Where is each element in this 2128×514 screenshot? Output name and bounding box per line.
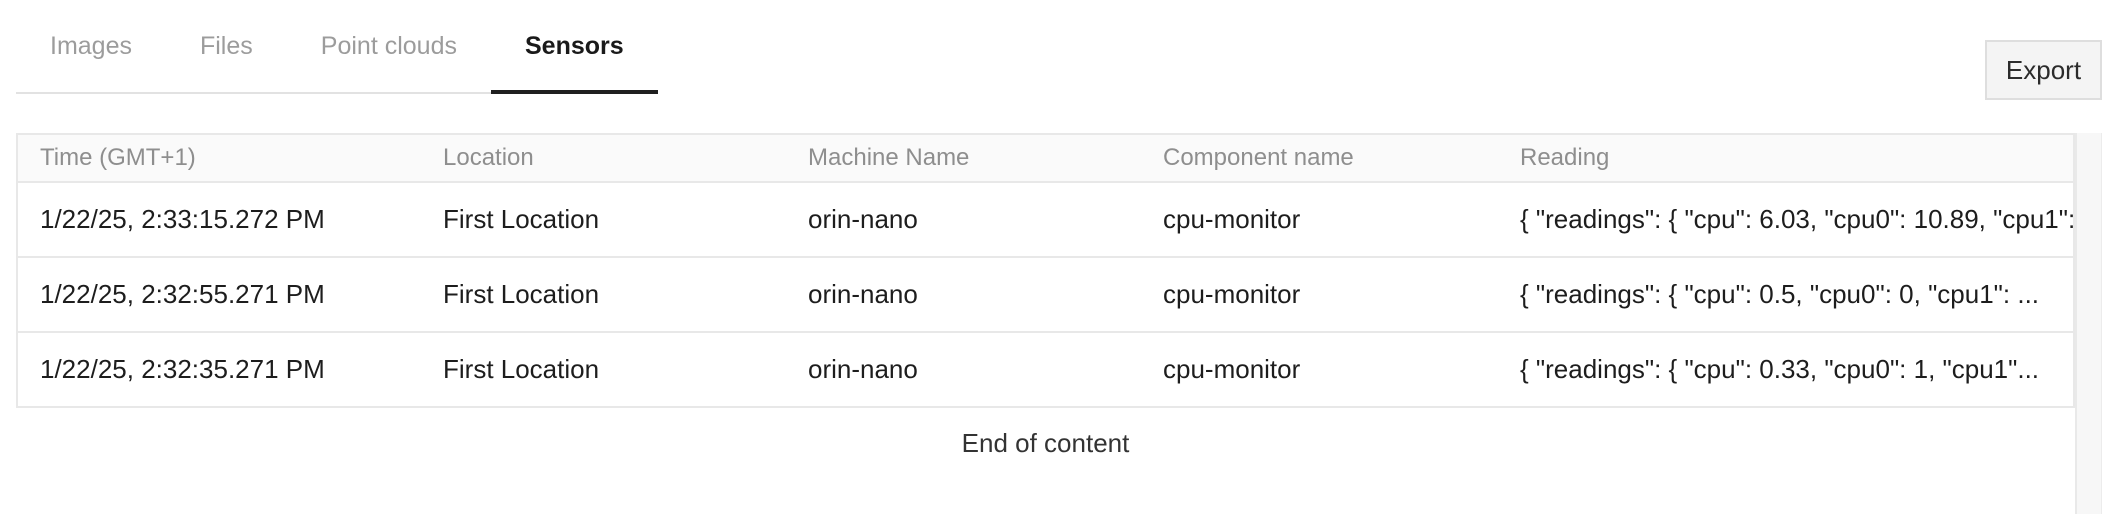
tab-strip: Images Files Point clouds Sensors	[16, 8, 658, 94]
data-panel: Time (GMT+1) Location Machine Name Compo…	[16, 133, 2102, 514]
column-header-location: Location	[421, 133, 786, 183]
table-row: 1/22/25, 2:33:15.272 PM First Location o…	[16, 183, 2075, 258]
cell-time: 1/22/25, 2:32:55.271 PM	[16, 258, 421, 333]
table-header-row: Time (GMT+1) Location Machine Name Compo…	[16, 133, 2075, 183]
cell-component-name: cpu-monitor	[1141, 183, 1498, 258]
export-button[interactable]: Export	[1985, 40, 2102, 100]
cell-time: 1/22/25, 2:33:15.272 PM	[16, 183, 421, 258]
cell-reading: { "readings": { "cpu": 6.03, "cpu0": 10.…	[1498, 183, 2075, 258]
cell-machine-name: orin-nano	[786, 333, 1141, 408]
tab-files[interactable]: Files	[199, 32, 253, 60]
column-header-machine-name: Machine Name	[786, 133, 1141, 183]
cell-reading: { "readings": { "cpu": 0.5, "cpu0": 0, "…	[1498, 258, 2075, 333]
header-bar: Images Files Point clouds Sensors Export	[0, 0, 2128, 133]
end-of-content-label: End of content	[961, 428, 1130, 458]
cell-time: 1/22/25, 2:32:35.271 PM	[16, 333, 421, 408]
table-row: 1/22/25, 2:32:35.271 PM First Location o…	[16, 333, 2075, 408]
tab-sensors[interactable]: Sensors	[490, 8, 658, 94]
cell-component-name: cpu-monitor	[1141, 333, 1498, 408]
scrollbar-track[interactable]	[2075, 133, 2102, 514]
cell-reading: { "readings": { "cpu": 0.33, "cpu0": 1, …	[1498, 333, 2075, 408]
column-header-component-name: Component name	[1141, 133, 1498, 183]
sensors-table: Time (GMT+1) Location Machine Name Compo…	[16, 133, 2075, 408]
cell-location: First Location	[421, 258, 786, 333]
column-header-reading: Reading	[1498, 133, 2075, 183]
tab-images[interactable]: Images	[50, 32, 132, 60]
cell-machine-name: orin-nano	[786, 183, 1141, 258]
column-header-time: Time (GMT+1)	[16, 133, 421, 183]
cell-machine-name: orin-nano	[786, 258, 1141, 333]
tab-point-clouds[interactable]: Point clouds	[320, 32, 457, 60]
cell-location: First Location	[421, 333, 786, 408]
cell-location: First Location	[421, 183, 786, 258]
cell-component-name: cpu-monitor	[1141, 258, 1498, 333]
table-row: 1/22/25, 2:32:55.271 PM First Location o…	[16, 258, 2075, 333]
